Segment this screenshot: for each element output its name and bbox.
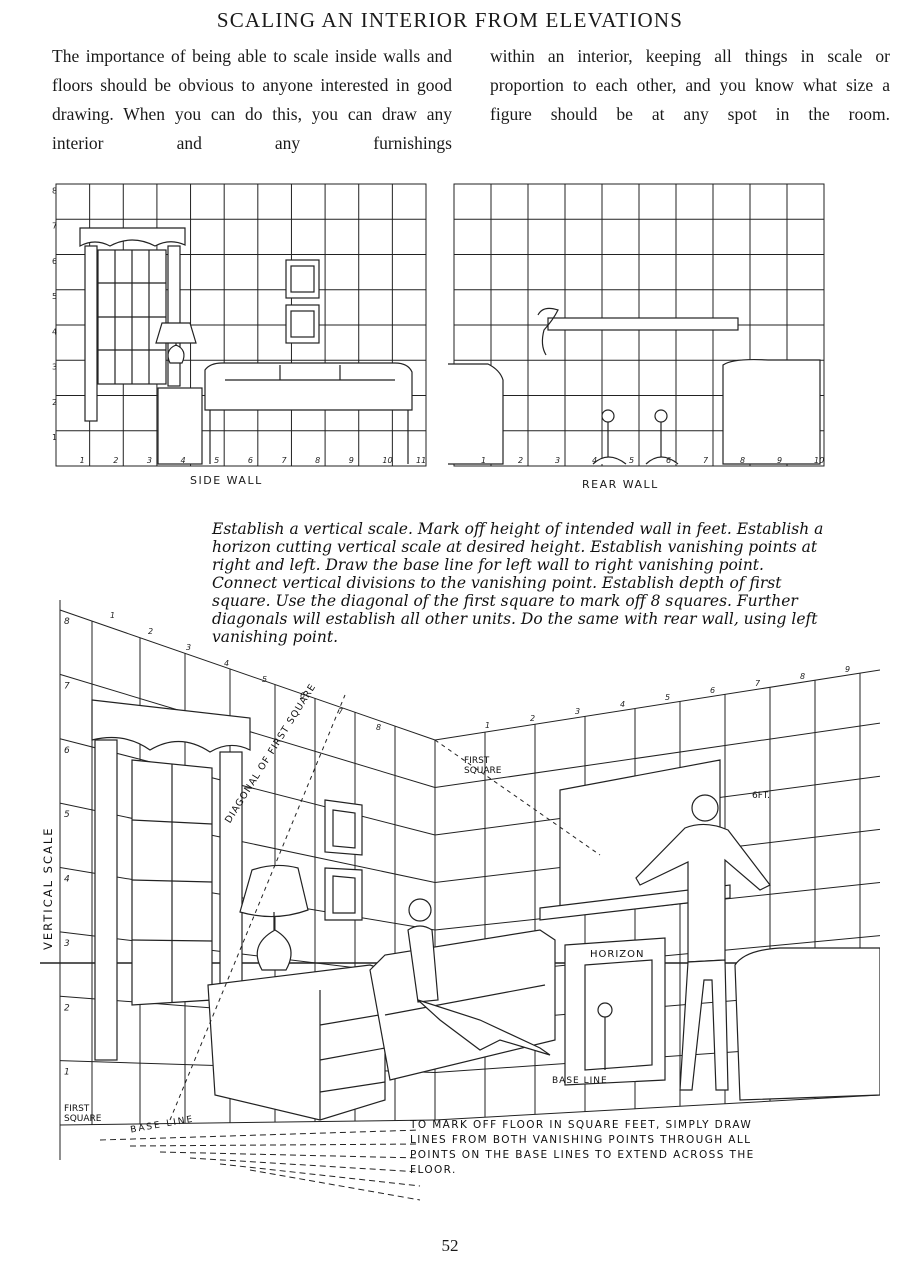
- side-h-tick-7: 7: [281, 456, 287, 465]
- rear-number-2: 2: [530, 714, 535, 723]
- vscale-number-1: 1: [64, 1068, 70, 1078]
- rear-h-tick-4: 4: [592, 456, 597, 465]
- side-h-tick-9: 9: [349, 456, 354, 465]
- top-number-8: 8: [376, 723, 381, 732]
- top-number-4: 4: [224, 659, 229, 668]
- rear-number-5: 5: [665, 693, 670, 702]
- vscale-number-5: 5: [64, 810, 70, 820]
- vertical-scale-label: VERTICAL SCALE: [41, 826, 55, 950]
- top-number-5: 5: [262, 675, 267, 684]
- side-h-tick-8: 8: [315, 456, 320, 465]
- sofa-drawing: [204, 362, 413, 464]
- side-h-tick-10: 10: [382, 456, 392, 465]
- side-v-tick-6: 6: [52, 257, 57, 266]
- side-h-tick-2: 2: [113, 456, 118, 465]
- rear-wall-caption: REAR WALL: [582, 478, 659, 491]
- top-number-3: 3: [186, 643, 191, 652]
- andirons-drawing: [592, 409, 679, 465]
- rear-number-6: 6: [710, 686, 715, 695]
- side-v-tick-4: 4: [52, 327, 57, 336]
- side-wall-elevation: 1 2 3 4 5 6 7 8 9 10 11 8 7 6 5 4 3 2 1: [52, 183, 427, 467]
- perspective-drawing: 876543211234567812345678910: [40, 600, 880, 1201]
- perspective-fireplace: [539, 759, 731, 1086]
- perspective-chest: [207, 964, 386, 1121]
- rear-h-tick-6: 6: [666, 456, 671, 465]
- rear-diagonal-dashed-line: [434, 739, 601, 856]
- top-number-7: 7: [338, 707, 344, 716]
- vscale-number-2: 2: [64, 1003, 70, 1013]
- instructions-text: Establish a vertical scale. Mark off hei…: [212, 520, 824, 646]
- vscale-number-3: 3: [64, 939, 70, 949]
- rear-number-1: 1: [485, 721, 490, 730]
- rear-h-tick-2: 2: [518, 456, 523, 465]
- window-drawing: [79, 227, 186, 422]
- rear-h-tick-5: 5: [629, 456, 634, 465]
- horizon-label: HORIZON: [590, 949, 645, 960]
- side-v-tick-1: 1: [52, 433, 57, 442]
- rear-h-tick-10: 10: [814, 456, 824, 465]
- mantel-drawing: [448, 307, 821, 465]
- six-ft-label: 6FT.: [752, 791, 771, 801]
- rear-number-8: 8: [800, 672, 805, 681]
- perspective-lamp: [239, 864, 309, 971]
- vscale-number-4: 4: [64, 875, 70, 885]
- top-number-6: 6: [300, 691, 305, 700]
- top-number-1: 1: [110, 611, 115, 620]
- perspective-sofa: [369, 929, 556, 1081]
- vscale-number-7: 7: [64, 681, 70, 691]
- first-square-left-label: FIRST SQUARE: [64, 1104, 102, 1124]
- vscale-number-8: 8: [64, 617, 70, 627]
- seated-woman: [407, 898, 551, 1056]
- side-h-tick-5: 5: [214, 456, 219, 465]
- rear-number-9: 9: [845, 665, 850, 674]
- rear-h-tick-9: 9: [777, 456, 782, 465]
- side-wall-caption: SIDE WALL: [190, 474, 263, 487]
- rear-h-tick-3: 3: [555, 456, 560, 465]
- first-square-rear-label: FIRST SQUARE: [464, 756, 502, 776]
- rear-number-7: 7: [755, 679, 761, 688]
- top-number-2: 2: [148, 627, 153, 636]
- perspective-armchair: [734, 947, 880, 1101]
- intro-paragraph-right: within an interior, keeping all things i…: [490, 46, 890, 124]
- side-v-tick-3: 3: [52, 363, 57, 372]
- side-v-tick-2: 2: [52, 398, 57, 407]
- side-v-tick-5: 5: [52, 292, 57, 301]
- side-h-tick-3: 3: [147, 456, 152, 465]
- pictures-drawing: [285, 259, 320, 344]
- side-h-tick-6: 6: [248, 456, 253, 465]
- intro-paragraph-left: The importance of being able to scale in…: [52, 46, 452, 153]
- standing-man: [635, 794, 771, 1091]
- page-number: 52: [441, 1236, 459, 1255]
- side-h-tick-4: 4: [181, 456, 186, 465]
- side-h-tick-1: 1: [80, 456, 85, 465]
- rear-h-tick-8: 8: [740, 456, 745, 465]
- base-line-rear-label: BASE LINE: [552, 1076, 608, 1086]
- floor-note: TO MARK OFF FLOOR IN SQUARE FEET, SIMPLY…: [410, 1119, 755, 1176]
- rear-wall-elevation: 1 2 3 4 5 6 7 8 9 10: [448, 183, 825, 467]
- vscale-number-6: 6: [64, 746, 70, 756]
- rear-h-tick-1: 1: [481, 456, 486, 465]
- rear-number-3: 3: [575, 707, 580, 716]
- side-v-tick-7: 7: [52, 222, 57, 231]
- side-h-tick-11: 11: [416, 456, 426, 465]
- rear-h-tick-7: 7: [703, 456, 709, 465]
- page-title: SCALING AN INTERIOR FROM ELEVATIONS: [216, 8, 684, 32]
- rear-number-4: 4: [620, 700, 625, 709]
- perspective-pictures: [324, 799, 363, 921]
- lamp-drawing: [155, 322, 203, 465]
- perspective-window: [91, 699, 251, 1061]
- side-v-tick-8: 8: [52, 186, 57, 195]
